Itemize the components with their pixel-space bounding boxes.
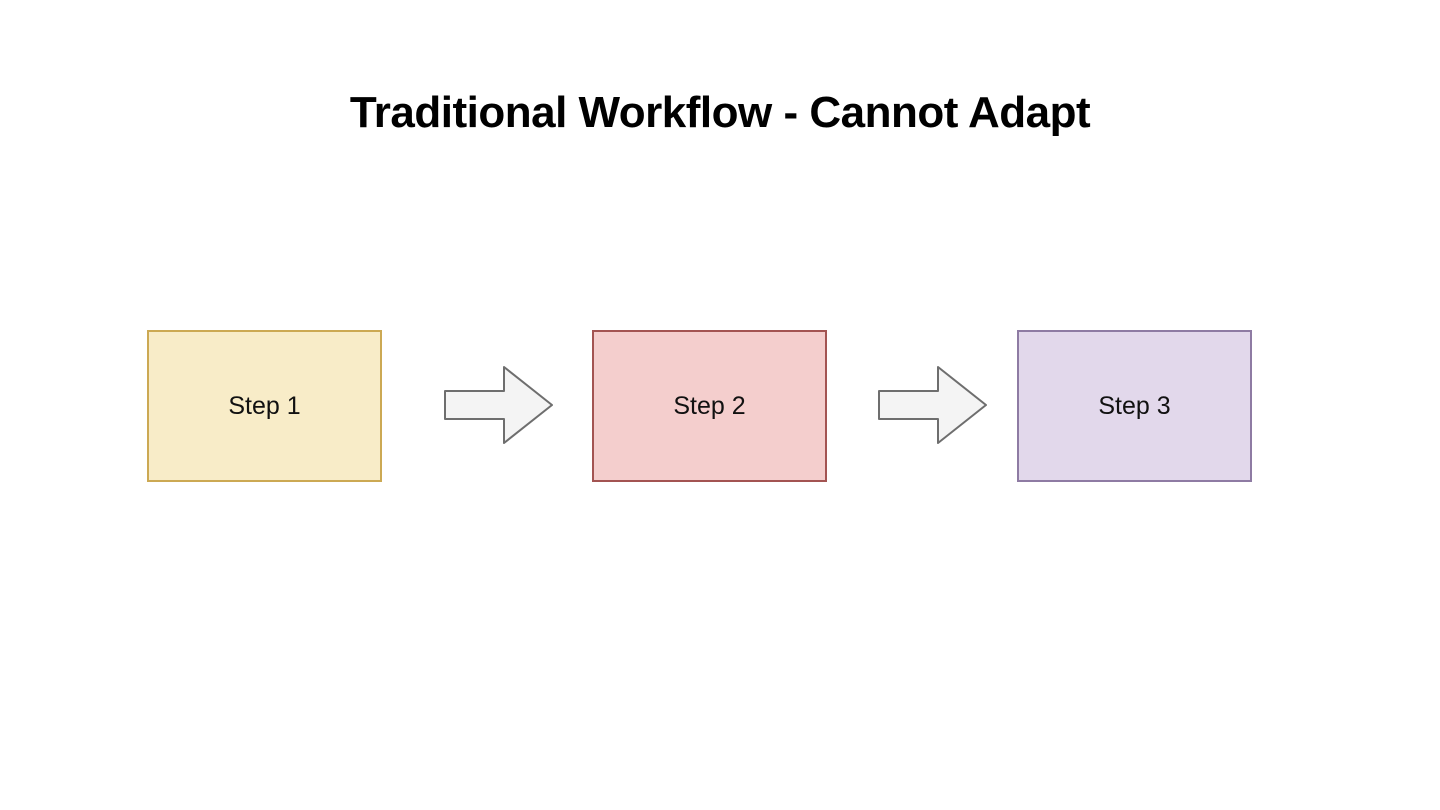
slide-title: Traditional Workflow - Cannot Adapt (349, 88, 1091, 137)
flow-arrow-shape (444, 366, 553, 444)
flow-arrow-shape (878, 366, 987, 444)
step-2-label: Step 2 (673, 391, 746, 420)
step-box-1: Step 1 (147, 330, 382, 482)
step-box-2: Step 2 (592, 330, 827, 482)
flow-arrow-icon (878, 366, 987, 444)
flow-arrow-icon (444, 366, 553, 444)
step-1-label: Step 1 (228, 391, 301, 420)
step-box-3: Step 3 (1017, 330, 1252, 482)
step-3-label: Step 3 (1098, 391, 1171, 420)
